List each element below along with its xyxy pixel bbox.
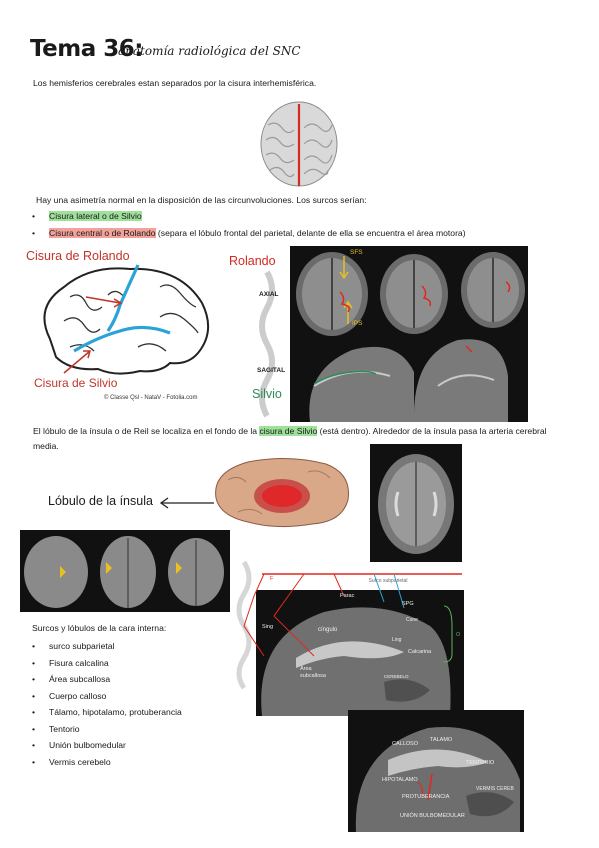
list-item: Tálamo, hipotalamo, protuberancia (31, 704, 231, 721)
label-silvio: Silvio (252, 387, 282, 401)
label-tentorio: TENTORIO (466, 760, 495, 766)
insula-brain-image (215, 457, 350, 528)
label-ling: Ling (392, 637, 402, 643)
label-hipotalamo: HIPOTALAMO (382, 777, 418, 783)
intro-text: Los hemisferios cerebrales estan separad… (33, 78, 317, 88)
brain-top-view-image (260, 101, 338, 187)
label-axial: AXIAL (259, 291, 279, 298)
label-spg: SPG (402, 601, 414, 607)
list-item: Vermis cerebelo (31, 754, 231, 771)
label-union-bulbomedular: UNIÓN BULBOMEDULAR (400, 813, 465, 819)
asymmetry-text: Hay una asimetría normal en la disposici… (36, 195, 367, 205)
list-item: Cisura lateral o de Silvio (31, 208, 571, 225)
list-item: Área subcallosa (31, 671, 231, 688)
label-sagital: SAGITAL (257, 367, 286, 374)
label-cisura-rolando: Cisura de Rolando (26, 249, 130, 263)
image-credit: © Classe Qsl - NataV - Fotolia.com (104, 395, 198, 401)
label-ips: IPS (352, 320, 363, 327)
sulci-list: Cisura lateral o de Silvio Cisura centra… (31, 208, 571, 241)
insula-text: El lóbulo de la ínsula o de Reil se loca… (33, 426, 547, 451)
label-sing: Sing (262, 624, 274, 630)
label-cune: Cune (406, 617, 418, 623)
list-item: Cisura central o de Rolando (separa el l… (31, 225, 571, 242)
list-item: Cuerpo calloso (31, 688, 231, 705)
label-calloso: CALLOSO (392, 741, 418, 747)
label-protuberancia: PROTUBERANCIA (402, 794, 450, 800)
label-area-subcallosa: Área subcallosa (300, 666, 326, 679)
list-item: surco subparietal (31, 638, 231, 655)
label-vermis: VERMIS CEREB (476, 786, 514, 792)
list-item: Tentorio (31, 721, 231, 738)
label-surco-subparietal: Surco subparietal (368, 578, 408, 584)
label-talamo: TALAMO (430, 737, 453, 743)
label-cerebelo: CEREBELO (384, 674, 409, 679)
label-cingulo: cíngulo (318, 627, 338, 633)
list-item: Unión bulbomedular (31, 737, 231, 754)
mri-axial-insula (370, 444, 462, 562)
label-f: F (270, 576, 274, 582)
list-item: Fisura calcalina (31, 655, 231, 672)
lateral-brain-diagram: Cisura de Rolando Cisura de Silvio © Cla… (20, 247, 220, 407)
page-subtitle: anatomía radiológica del SNC (118, 44, 301, 58)
label-cisura-silvio: Cisura de Silvio (34, 376, 118, 390)
mri-insula-strip (20, 530, 230, 612)
medial-list: surco subparietal Fisura calcalina Área … (31, 638, 231, 770)
label-rolando: Rolando (229, 254, 276, 268)
medial-heading: Surcos y lóbulos de la cara interna: (32, 623, 167, 633)
mri-midline-sagittal: CALLOSO TALAMO HIPOTALAMO TENTORIO PROTU… (348, 710, 524, 832)
arrow-icon (159, 497, 214, 509)
mri-axial-sagittal-panel: SFS IPS (290, 246, 528, 422)
label-sfs: SFS (350, 249, 363, 256)
label-o: O (456, 632, 461, 638)
label-calcarina: Calcarina (408, 649, 432, 655)
sagittal-medial-annotated: F Surco subparietal Parac SPG Sing cíngu… (234, 566, 464, 716)
label-parac: Parac (340, 593, 355, 599)
label-lobulo-insula: Lóbulo de la ínsula (48, 494, 153, 508)
decorative-wave (259, 270, 275, 418)
page-title: Tema 36: (30, 36, 143, 62)
